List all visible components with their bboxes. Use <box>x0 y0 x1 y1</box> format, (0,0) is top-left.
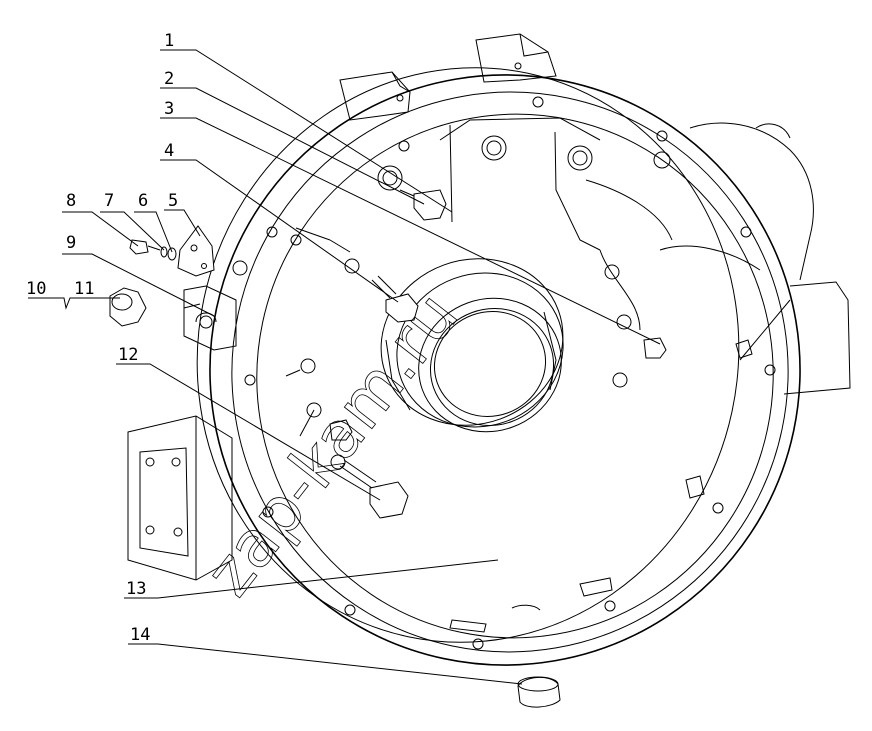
housing-flange-inner-edge <box>231 91 789 653</box>
part-6-washer <box>167 247 177 261</box>
callout-14: 14 <box>130 625 150 645</box>
callout-3: 3 <box>164 99 174 119</box>
housing-inner-bore-edge <box>256 113 774 639</box>
flywheel-housing <box>196 67 801 666</box>
part-5-cover-plate <box>177 225 215 277</box>
leader-lines <box>28 49 661 685</box>
callout-13: 13 <box>126 579 146 599</box>
callout-2: 2 <box>164 69 174 89</box>
engine-block-background <box>127 33 851 581</box>
callout-10: 10 <box>26 279 46 299</box>
part-7-spring-washer <box>160 246 168 258</box>
callout-12: 12 <box>118 345 138 365</box>
internal-bosses <box>300 135 671 470</box>
callout-7: 7 <box>104 191 114 211</box>
crankshaft-seal-bore <box>380 258 564 433</box>
part-1-bolt <box>399 189 447 221</box>
part-12-bolt <box>329 419 409 519</box>
part-2-bolt <box>643 337 667 359</box>
callout-8: 8 <box>66 191 76 211</box>
callout-6: 6 <box>138 191 148 211</box>
callout-labels: 1 2 3 4 5 6 7 8 9 10 11 12 13 14 <box>26 31 178 645</box>
part-3-bolt <box>371 275 419 323</box>
housing-rim-back <box>196 67 740 643</box>
callout-5: 5 <box>168 191 178 211</box>
housing-outer-flange <box>209 74 801 666</box>
part-9-bracket <box>183 303 201 309</box>
watermark-text: zap-kam.ru <box>192 280 473 610</box>
callout-9: 9 <box>66 233 76 253</box>
flange-bolt-holes <box>244 96 776 650</box>
callout-1: 1 <box>164 31 174 51</box>
callout-11: 11 <box>74 279 94 299</box>
callout-4: 4 <box>164 141 174 161</box>
part-11-plug <box>109 287 147 327</box>
part-14-plug <box>517 676 561 708</box>
